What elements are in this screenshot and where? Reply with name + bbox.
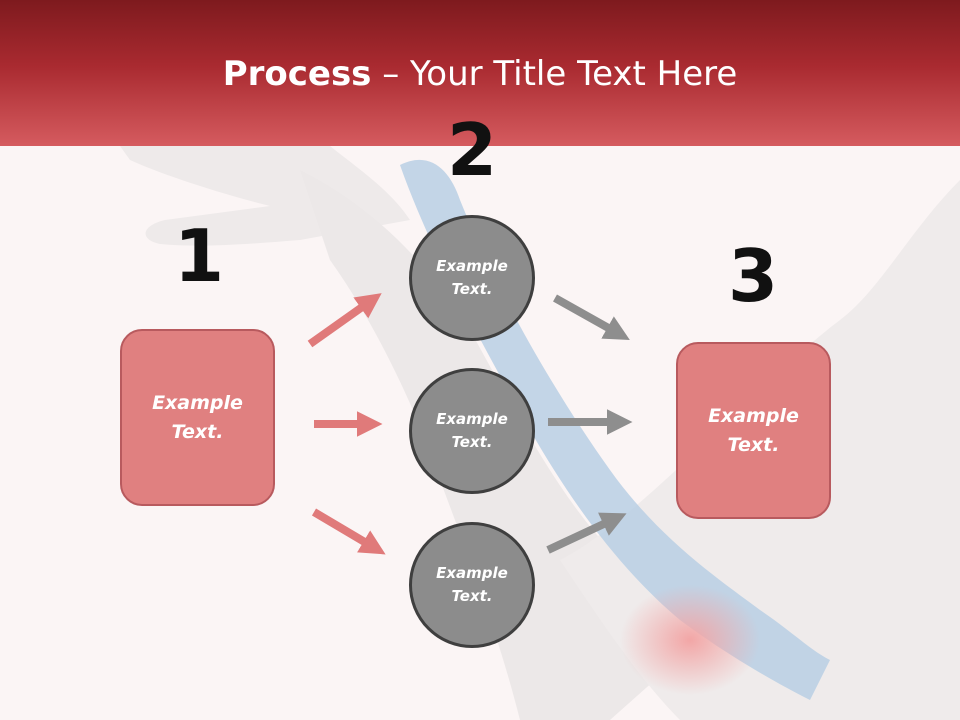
step-number-2: 2 bbox=[446, 108, 498, 192]
step-2-circle-bottom-label: Example Text. bbox=[436, 564, 508, 605]
step-2-circle-middle-label: Example Text. bbox=[436, 410, 508, 451]
step-2-circle-middle: Example Text. bbox=[409, 368, 535, 494]
page-title: Process – Your Title Text Here bbox=[0, 54, 960, 94]
arrow-1-to-bottom bbox=[311, 508, 386, 555]
step-2-circle-top: Example Text. bbox=[409, 215, 535, 341]
arrow-top-to-3 bbox=[553, 294, 630, 341]
arrow-bottom-to-3 bbox=[546, 512, 627, 554]
step-2-circle-top-label: Example Text. bbox=[436, 257, 508, 298]
step-3-label: Example Text. bbox=[708, 404, 799, 456]
step-2-circle-bottom: Example Text. bbox=[409, 522, 535, 648]
step-1-label: Example Text. bbox=[152, 391, 243, 443]
title-bar bbox=[0, 0, 960, 146]
step-number-1: 1 bbox=[173, 214, 225, 298]
step-3-box: Example Text. bbox=[676, 342, 831, 519]
step-number-3: 3 bbox=[727, 234, 779, 318]
step-1-box: Example Text. bbox=[120, 329, 275, 506]
title-rest: – Your Title Text Here bbox=[371, 54, 738, 94]
arrow-1-to-top bbox=[307, 293, 382, 348]
title-bold: Process bbox=[222, 54, 372, 94]
